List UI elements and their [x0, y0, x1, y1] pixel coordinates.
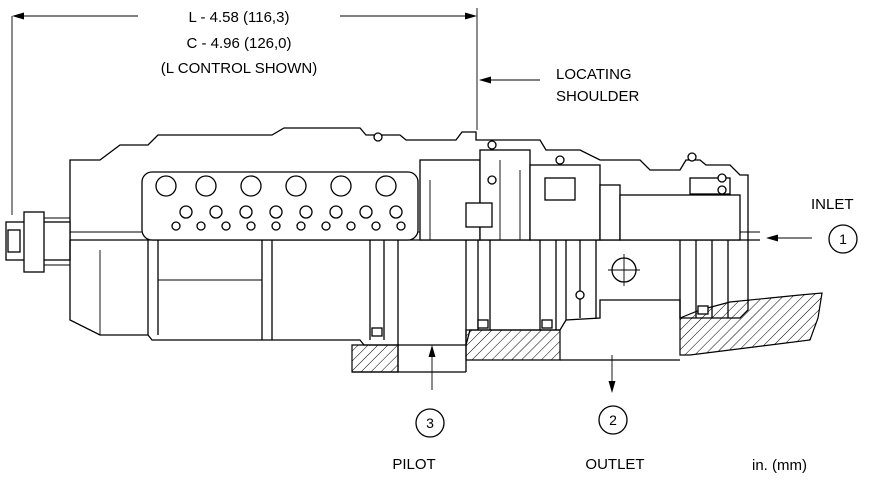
port-2-circle [598, 405, 628, 435]
cartridge-lower-body [69, 240, 749, 346]
dimension-l-length: L - 4.58 (116,3) [189, 9, 290, 26]
pilot-arrow [428, 345, 436, 390]
locating-shoulder-label-line2: SHOULDER [556, 88, 640, 105]
cavity-block [351, 292, 823, 373]
control-shown-note: (L CONTROL SHOWN) [161, 60, 317, 77]
port-3-circle [415, 408, 445, 438]
inlet-arrow [766, 234, 812, 242]
outlet-label: OUTLET [585, 456, 644, 473]
dimension-c-length: C - 4.96 (126,0) [186, 35, 291, 52]
cartridge-body [5, 127, 760, 273]
overall-length-dimension [11, 8, 478, 215]
inlet-label: INLET [811, 196, 854, 213]
port-1-number: 1 [839, 231, 847, 247]
units-note: in. (mm) [752, 457, 807, 474]
pilot-label: PILOT [392, 456, 435, 473]
port-2-number: 2 [609, 412, 617, 428]
locating-shoulder-label-line1: LOCATING [556, 66, 632, 83]
port-3-number: 3 [426, 415, 434, 431]
locating-shoulder-arrow [479, 76, 540, 84]
port-1-circle [828, 224, 858, 254]
spring-coils [155, 175, 406, 231]
outlet-arrow [608, 355, 616, 393]
